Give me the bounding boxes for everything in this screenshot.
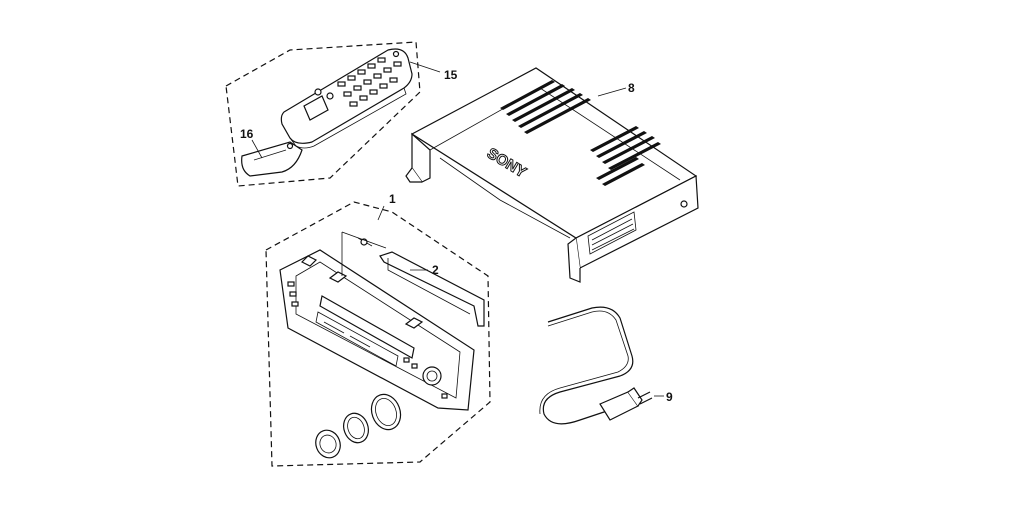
remote-group-dashed-outline bbox=[225, 41, 421, 187]
callout-2: 2 bbox=[432, 263, 439, 277]
remote-buttons bbox=[314, 50, 402, 107]
knobs bbox=[315, 393, 402, 459]
top-cover-vents bbox=[500, 80, 661, 186]
top-cover: SONY bbox=[405, 67, 699, 283]
callout-labels: 1 2 8 9 15 16 bbox=[240, 68, 673, 404]
callout-1: 1 bbox=[389, 192, 396, 206]
power-cable bbox=[542, 306, 634, 425]
callout-8: 8 bbox=[628, 81, 635, 95]
battery-cover bbox=[241, 141, 303, 177]
power-cord bbox=[539, 306, 664, 425]
front-panel-group bbox=[265, 201, 491, 467]
bracket bbox=[379, 251, 485, 327]
side-vent-grille bbox=[587, 211, 637, 255]
callout-9: 9 bbox=[666, 390, 673, 404]
callout-16: 16 bbox=[240, 127, 254, 141]
callout-15: 15 bbox=[444, 68, 458, 82]
remote-control-group bbox=[225, 41, 441, 187]
